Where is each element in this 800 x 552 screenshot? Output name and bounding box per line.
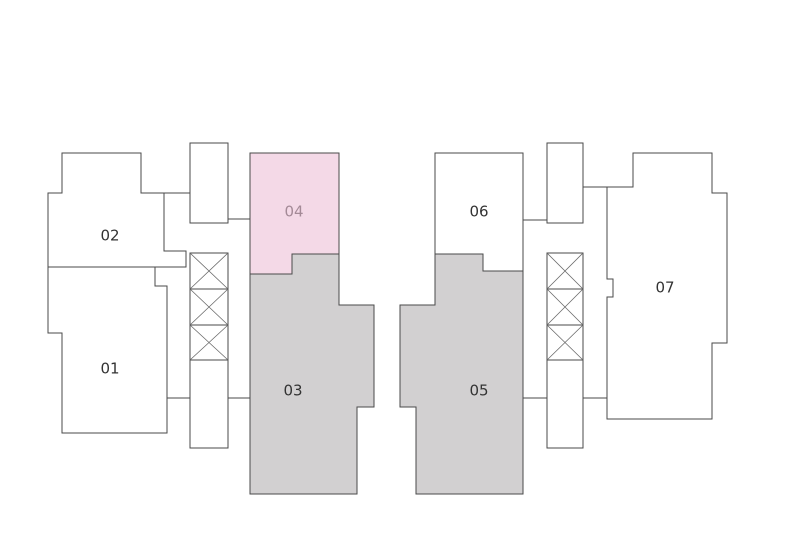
service-block-right-top bbox=[546, 142, 584, 224]
unit-07[interactable]: 07 bbox=[606, 152, 728, 420]
unit-03[interactable]: 03 bbox=[249, 253, 375, 495]
unit-label-03: 03 bbox=[283, 382, 302, 400]
service-block-left-bottom bbox=[189, 359, 229, 449]
unit-label-01: 01 bbox=[100, 360, 119, 378]
unit-label-04: 04 bbox=[284, 203, 303, 221]
unit-label-06: 06 bbox=[469, 203, 488, 221]
unit-05[interactable]: 05 bbox=[399, 253, 524, 495]
unit-06[interactable]: 06 bbox=[434, 152, 524, 272]
core-right bbox=[546, 142, 584, 449]
core-left bbox=[189, 142, 229, 449]
unit-02[interactable]: 02 bbox=[47, 152, 187, 268]
unit-01[interactable]: 01 bbox=[47, 266, 168, 434]
service-block-right-bottom bbox=[546, 359, 584, 449]
unit-label-07: 07 bbox=[655, 279, 674, 297]
connector-lines bbox=[164, 186, 607, 399]
unit-label-02: 02 bbox=[100, 227, 119, 245]
unit-label-05: 05 bbox=[469, 382, 488, 400]
service-block-left-top bbox=[189, 142, 229, 224]
